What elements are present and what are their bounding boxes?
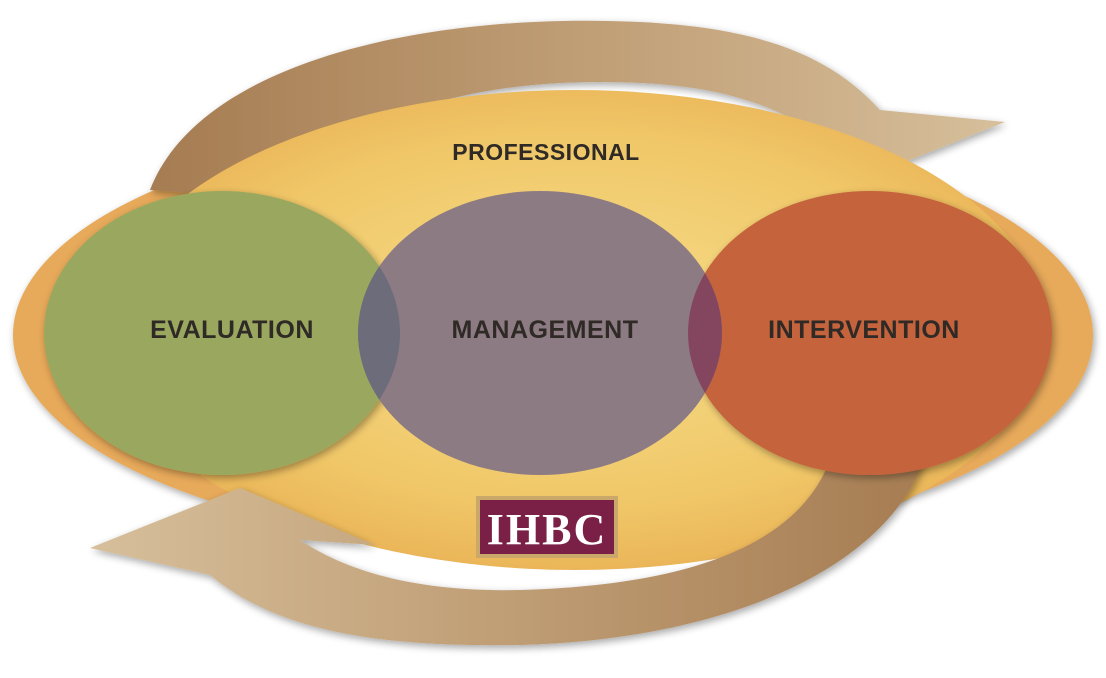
management-label: MANAGEMENT	[452, 316, 639, 344]
bottom-cycle-arrow	[90, 440, 930, 646]
management-circle	[358, 191, 722, 475]
top-cycle-arrow	[150, 20, 1005, 200]
ihbc-logo-text: IHBC	[487, 505, 607, 554]
intervention-label: INTERVENTION	[768, 316, 960, 344]
intervention-circle	[688, 191, 1052, 475]
evaluation-label: EVALUATION	[150, 316, 314, 344]
evaluation-circle	[44, 191, 400, 475]
professional-label: PROFESSIONAL	[452, 139, 639, 165]
ihbc-logo: IHBC	[476, 496, 618, 558]
